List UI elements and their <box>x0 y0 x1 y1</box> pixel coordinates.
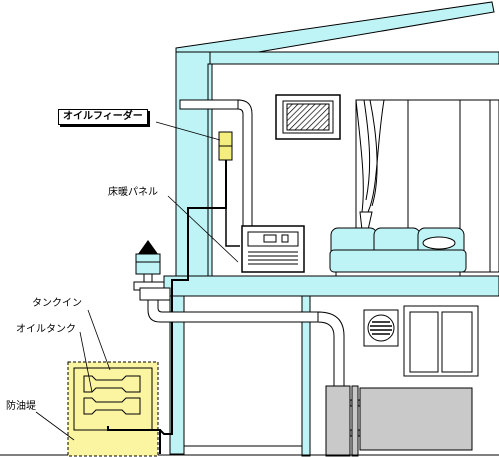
feeder-to-heater-line <box>225 208 240 247</box>
label-oil-feeder: オイルフィーダー <box>58 109 148 125</box>
oil-tank <box>73 367 153 431</box>
floor-slab <box>163 275 499 297</box>
round-vent <box>363 309 399 347</box>
label-oil-dike: 防油堤 <box>6 401 36 412</box>
oil-supply-line <box>159 160 227 435</box>
exterior-wall <box>175 51 211 283</box>
floor-heater <box>241 225 305 273</box>
label-floor-heating-panel: 床暖パネル <box>108 187 158 198</box>
chimney <box>133 240 165 291</box>
sofa <box>329 227 467 276</box>
upper-vent-window <box>275 94 341 140</box>
tank-to-feeder-pipe <box>107 426 161 454</box>
boiler <box>325 385 473 457</box>
exterior-wall-inner <box>207 63 213 277</box>
lower-window <box>403 305 479 377</box>
oil-feeder-unit <box>218 131 233 161</box>
label-tank-in: タンクイン <box>32 298 82 309</box>
label-oil-tank: オイルタンク <box>16 324 76 335</box>
leader-lines <box>35 121 239 441</box>
upper-ceiling-beam <box>175 51 499 65</box>
interior-column <box>301 295 311 457</box>
